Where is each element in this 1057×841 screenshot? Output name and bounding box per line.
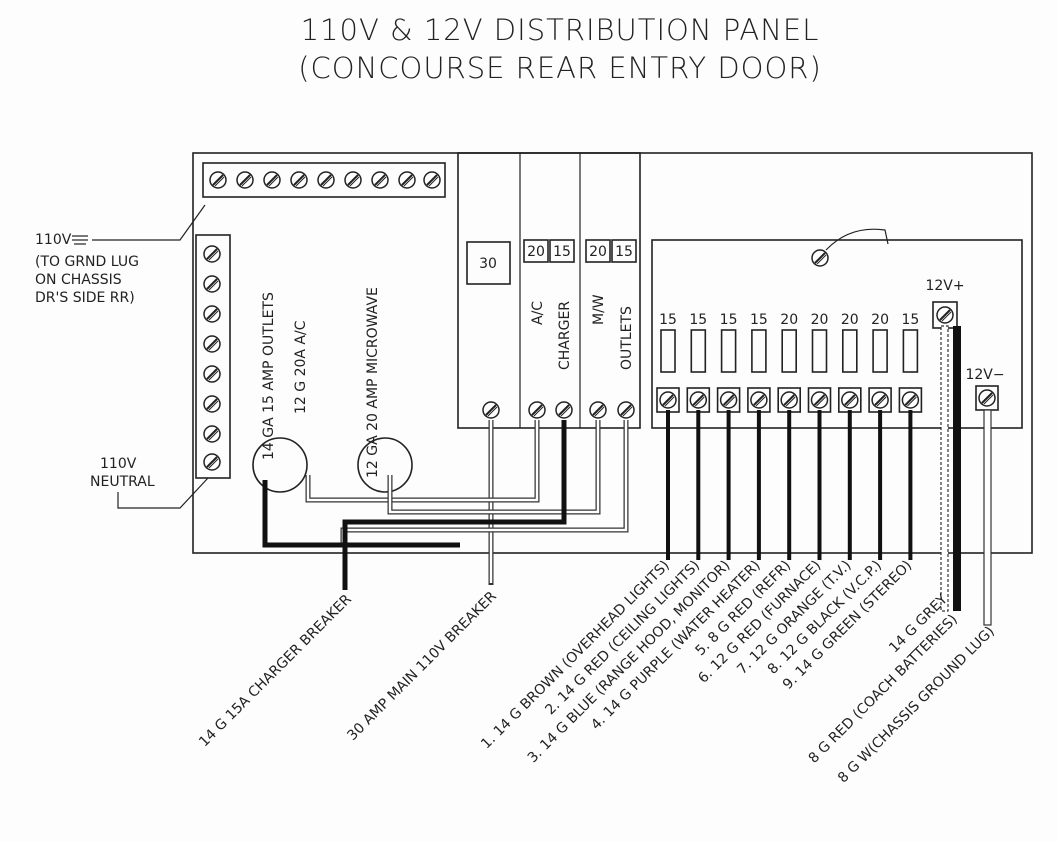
110v-wiring (262, 420, 629, 590)
top-terminal-strip (202, 162, 446, 198)
fuse-rating: 20 (871, 312, 889, 328)
charger-breaker-wire-label: 14 G 15A CHARGER BREAKER (196, 591, 355, 750)
fuse-screw-icon (810, 391, 829, 409)
fuse-body (841, 329, 858, 373)
negative-terminal-label: 12V− (965, 367, 1004, 383)
neutral-label-2: NEUTRAL (90, 474, 155, 490)
fuse-screw-icon (901, 391, 920, 409)
fuse-body (660, 329, 676, 373)
ac-breaker-label: A/C (530, 301, 546, 325)
fuse-rating: 15 (750, 312, 768, 328)
fuse-screw-icon (659, 391, 677, 409)
fuse-rating: 15 (659, 312, 677, 328)
fuse-8: 20 (868, 312, 892, 560)
mw-breaker-rating: 20 (589, 244, 607, 260)
fuse-rating: 15 (720, 312, 738, 328)
neutral-terminal-strip (195, 234, 231, 479)
microwave-grommet (357, 437, 413, 493)
neutral-leader-line (117, 477, 209, 509)
ac-wire-label: 12 G 20A A/C (293, 320, 309, 414)
neutral-label-1: 110V (100, 456, 137, 472)
ground-note-3: DR'S SIDE RR) (35, 290, 135, 306)
fuse-body (720, 329, 737, 373)
ac-breaker-rating: 20 (527, 244, 545, 260)
fuse-holder-hook (811, 228, 889, 267)
fuse-body (690, 329, 707, 373)
fuse-2: 15 (686, 312, 711, 560)
chassis-ground-wire (983, 409, 992, 626)
breaker-section (457, 152, 641, 429)
fuse-1: 15 (656, 312, 680, 560)
main-breaker-wire-label: 30 AMP MAIN 110V BREAKER (344, 588, 500, 744)
fuse-rating: 20 (811, 312, 829, 328)
fuse-panel (651, 239, 1023, 429)
ground-symbol-icon (72, 235, 88, 245)
ground-note-1: (TO GRND LUG (35, 254, 139, 270)
ground-note-2: ON CHASSIS (35, 272, 122, 288)
panel-outline (192, 152, 1033, 554)
microwave-wire-label: 12 GA 20 AMP MICROWAVE (365, 287, 381, 478)
fuse-body (751, 329, 767, 373)
title-line-2: (CONCOURSE REAR ENTRY DOOR) (298, 51, 822, 85)
fuse-screw-icon (749, 391, 768, 409)
fuse-body (811, 329, 828, 373)
fuse-screw-icon (840, 391, 859, 409)
outlets-breaker-rating: 15 (615, 244, 633, 260)
outlets-breaker-label: OUTLETS (619, 306, 635, 370)
positive-grey-wire (940, 325, 949, 612)
ground-label: 110V (35, 232, 72, 248)
fuse-6: 20 (807, 312, 832, 560)
charger-breaker-rating: 15 (553, 244, 571, 260)
charger-breaker-label: CHARGER (557, 301, 573, 370)
fuse-screw-icon (871, 391, 890, 409)
fuse-3: 15 (716, 312, 741, 560)
fuse-5: 20 (777, 312, 802, 560)
main-breaker-rating: 30 (479, 256, 497, 272)
coach-battery-wire (953, 326, 961, 611)
fuse-body (872, 329, 888, 373)
fuse-body (781, 329, 798, 373)
title-line-1: 110V & 12V DISTRIBUTION PANEL (301, 13, 820, 47)
fuse-9: 15 (898, 312, 923, 560)
fuse-body (902, 329, 919, 373)
fuse-7: 20 (837, 312, 862, 560)
fuse-screw-icon (719, 391, 738, 409)
outlets-grommet (252, 437, 308, 493)
fuse-rating: 20 (841, 312, 859, 328)
positive-terminal-label: 12V+ (925, 278, 964, 294)
fuse-rating: 15 (901, 312, 919, 328)
fuse-screw-icon (689, 391, 708, 409)
mw-breaker-label: M/W (591, 294, 607, 325)
fuse-rating: 15 (689, 312, 707, 328)
outlets-wire-label: 14 GA 15 AMP OUTLETS (261, 292, 277, 460)
ground-leader-line (92, 204, 206, 241)
fuse-screw-icon (780, 391, 799, 409)
fuse-rating: 20 (780, 312, 798, 328)
fuse-4: 15 (747, 312, 771, 560)
